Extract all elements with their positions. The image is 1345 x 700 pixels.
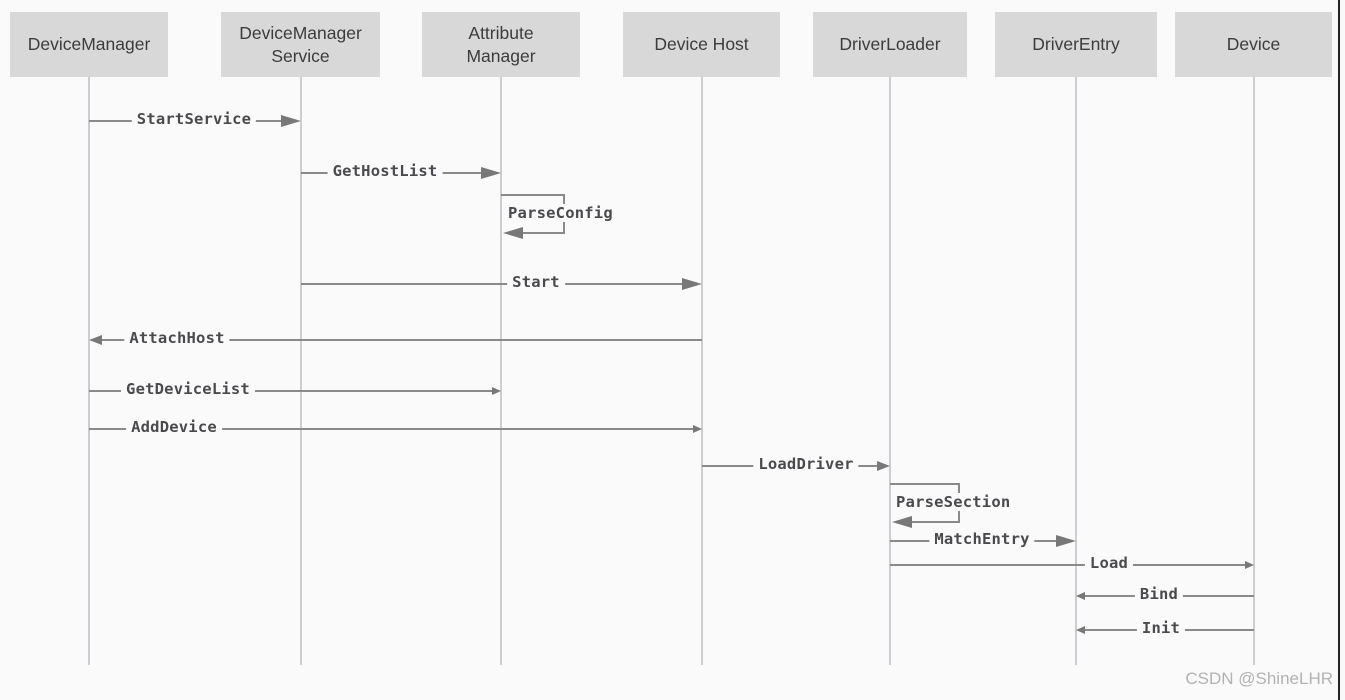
arrowhead-loaddriver: [877, 461, 890, 471]
message-label-bind: Bind: [1134, 585, 1184, 603]
message-label-parsesection: ParseSection: [893, 493, 1014, 511]
arrowhead-load: [1244, 561, 1254, 569]
arrowhead-matchentry: [1056, 535, 1076, 547]
arrowhead-init: [1076, 626, 1085, 634]
arrowhead-parseconfig: [503, 227, 523, 239]
self-line-out-parseconfig: [501, 194, 563, 196]
screen-edge-line: [1338, 0, 1340, 700]
message-label-adddevice: AddDevice: [126, 418, 222, 436]
self-line-back-parsesection: [912, 521, 960, 523]
message-label-startservice: StartService: [131, 110, 257, 128]
lifeline-driver-loader: [889, 77, 891, 665]
lifeline-device-manager: [88, 77, 90, 665]
message-line-getdevicelist: [89, 390, 492, 392]
arrowhead-attachhost: [89, 335, 102, 345]
lifeline-driver-entry: [1075, 77, 1077, 665]
lifeline-device-manager-service: [299, 77, 302, 665]
message-line-load: [890, 564, 1245, 566]
message-label-matchentry: MatchEntry: [929, 530, 1035, 548]
arrowhead-getdevicelist: [492, 387, 501, 395]
message-label-attachhost: AttachHost: [124, 329, 230, 347]
message-label-getdevicelist: GetDeviceList: [121, 380, 255, 398]
participant-box-attribute-manager: Attribute Manager: [422, 12, 580, 77]
message-label-gethostlist: GetHostList: [327, 162, 443, 180]
watermark: CSDN @ShineLHR: [1185, 669, 1333, 688]
lifeline-device-host: [700, 77, 703, 665]
self-line-back-parseconfig: [523, 232, 565, 234]
participant-box-driver-loader: DriverLoader: [813, 12, 967, 77]
message-line-adddevice: [89, 428, 693, 430]
participant-box-driver-entry: DriverEntry: [995, 12, 1157, 77]
arrowhead-gethostlist: [481, 167, 501, 179]
self-line-out-parsesection: [890, 483, 958, 485]
message-label-load: Load: [1084, 554, 1134, 572]
arrowhead-startservice: [280, 115, 301, 127]
message-label-loaddriver: LoadDriver: [753, 455, 859, 473]
participant-box-device-host: Device Host: [623, 12, 780, 77]
message-line-start: [300, 283, 682, 285]
participant-box-device-manager: DeviceManager: [10, 12, 168, 77]
message-label-init: Init: [1136, 619, 1186, 637]
arrowhead-bind: [1076, 592, 1085, 600]
message-label-start: Start: [507, 273, 565, 291]
message-label-parseconfig: ParseConfig: [505, 204, 616, 222]
participant-box-device: Device: [1175, 12, 1332, 77]
message-line-attachhost: [102, 339, 702, 341]
lifeline-attribute-manager: [500, 77, 502, 665]
arrowhead-parsesection: [892, 516, 912, 528]
arrowhead-adddevice: [692, 425, 702, 433]
participant-box-device-manager-service: DeviceManager Service: [221, 12, 380, 77]
arrowhead-start: [681, 278, 702, 290]
lifeline-device: [1252, 77, 1255, 665]
